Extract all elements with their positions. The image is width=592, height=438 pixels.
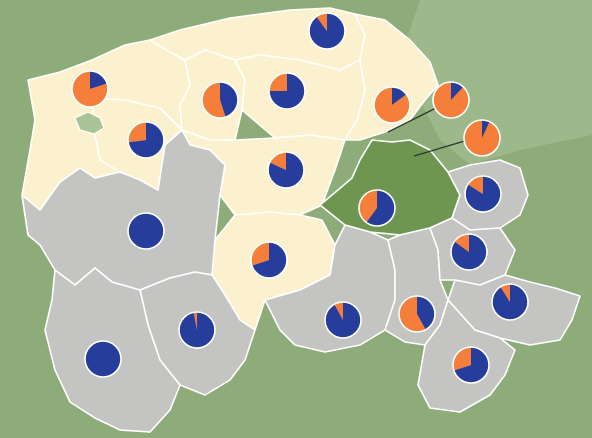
- pie-slice-orange: [500, 284, 510, 302]
- pie-outline: [250, 241, 288, 279]
- pie-bay-east[interactable]: [432, 81, 470, 119]
- pie-slice-blue: [220, 82, 239, 118]
- pie-outline: [491, 283, 529, 321]
- pie-outline: [358, 189, 396, 227]
- pie-slice-blue: [492, 284, 529, 320]
- pie-outline: [373, 86, 411, 124]
- pie-slice-blue: [417, 296, 435, 330]
- pie-slice-blue: [451, 234, 488, 270]
- district-bay-coast[interactable]: [344, 13, 439, 141]
- pie-center-north[interactable]: [201, 81, 239, 119]
- pie-east-lower[interactable]: [491, 283, 529, 321]
- pie-north-central[interactable]: [268, 72, 306, 110]
- pie-outline: [84, 340, 122, 378]
- pie-outline: [463, 119, 501, 157]
- pie-slice-orange: [398, 296, 426, 332]
- pie-slice-orange: [464, 120, 501, 156]
- pie-slice-blue: [366, 190, 396, 226]
- pie-outline: [178, 311, 216, 349]
- pie-outline: [432, 81, 470, 119]
- district-dark[interactable]: [319, 139, 461, 236]
- pie-west-central[interactable]: [127, 121, 165, 159]
- pie-slice-orange: [452, 347, 471, 371]
- pie-slice-blue: [179, 312, 216, 348]
- pie-slice-blue: [325, 302, 362, 338]
- pie-outline: [452, 346, 490, 384]
- leader-lines: [387, 107, 469, 157]
- pie-south-center[interactable]: [324, 301, 362, 339]
- pie-slice-orange: [72, 71, 109, 108]
- pie-slice-blue: [128, 213, 164, 249]
- pie-slice-orange: [334, 302, 343, 320]
- pie-bay-west[interactable]: [373, 86, 411, 124]
- pie-north-west[interactable]: [71, 70, 109, 108]
- pie-west-grey[interactable]: [127, 212, 165, 250]
- pie-south-east-2[interactable]: [452, 346, 490, 384]
- pie-slice-orange: [250, 242, 269, 266]
- pie-outline: [324, 301, 362, 339]
- pie-outline: [127, 212, 165, 250]
- pie-slice-blue: [267, 152, 304, 188]
- pie-outline: [268, 72, 306, 110]
- pie-outline: [71, 70, 109, 108]
- pie-outline: [450, 233, 488, 271]
- pie-outline: [308, 12, 346, 50]
- pie-slice-blue: [85, 341, 121, 377]
- pie-north-coast[interactable]: [308, 12, 346, 50]
- pie-slice-orange: [269, 152, 286, 170]
- pie-east-middle[interactable]: [450, 233, 488, 271]
- leader-line-bay-south: [413, 139, 469, 157]
- pie-slice-orange: [127, 122, 146, 143]
- pie-outline: [464, 175, 502, 213]
- pie-south-west-1[interactable]: [178, 311, 216, 349]
- pie-south-west-2[interactable]: [84, 340, 122, 378]
- pie-slice-orange: [432, 82, 469, 118]
- inner-lake: [74, 111, 105, 135]
- pie-slice-blue: [251, 242, 287, 279]
- pie-south-east-1[interactable]: [398, 295, 436, 333]
- pie-slice-orange: [373, 87, 410, 123]
- pie-slice-blue: [453, 347, 489, 383]
- leader-line-bay-east: [387, 107, 437, 133]
- pie-slice-orange: [202, 82, 226, 119]
- pie-slice-orange: [359, 190, 377, 223]
- pie-slice-blue: [128, 122, 164, 158]
- pie-east-upper[interactable]: [464, 175, 502, 213]
- pie-layer: [71, 12, 529, 384]
- pie-slice-orange: [193, 312, 197, 330]
- pie-slice-blue: [482, 120, 490, 138]
- pie-outline: [127, 121, 165, 159]
- pie-outline: [201, 81, 239, 119]
- pie-slice-orange: [316, 13, 327, 31]
- pie-outline: [398, 295, 436, 333]
- pie-slice-blue: [90, 70, 108, 89]
- pie-slice-blue: [465, 176, 502, 212]
- pie-slice-blue: [451, 82, 464, 100]
- pie-dark-district[interactable]: [358, 189, 396, 227]
- pie-slice-orange: [269, 73, 287, 91]
- bay-water: [400, 0, 592, 165]
- pie-slice-blue: [309, 13, 346, 49]
- pie-bay-south[interactable]: [463, 119, 501, 157]
- pie-south-central[interactable]: [250, 241, 288, 279]
- pie-outline: [267, 151, 305, 189]
- pie-center[interactable]: [267, 151, 305, 189]
